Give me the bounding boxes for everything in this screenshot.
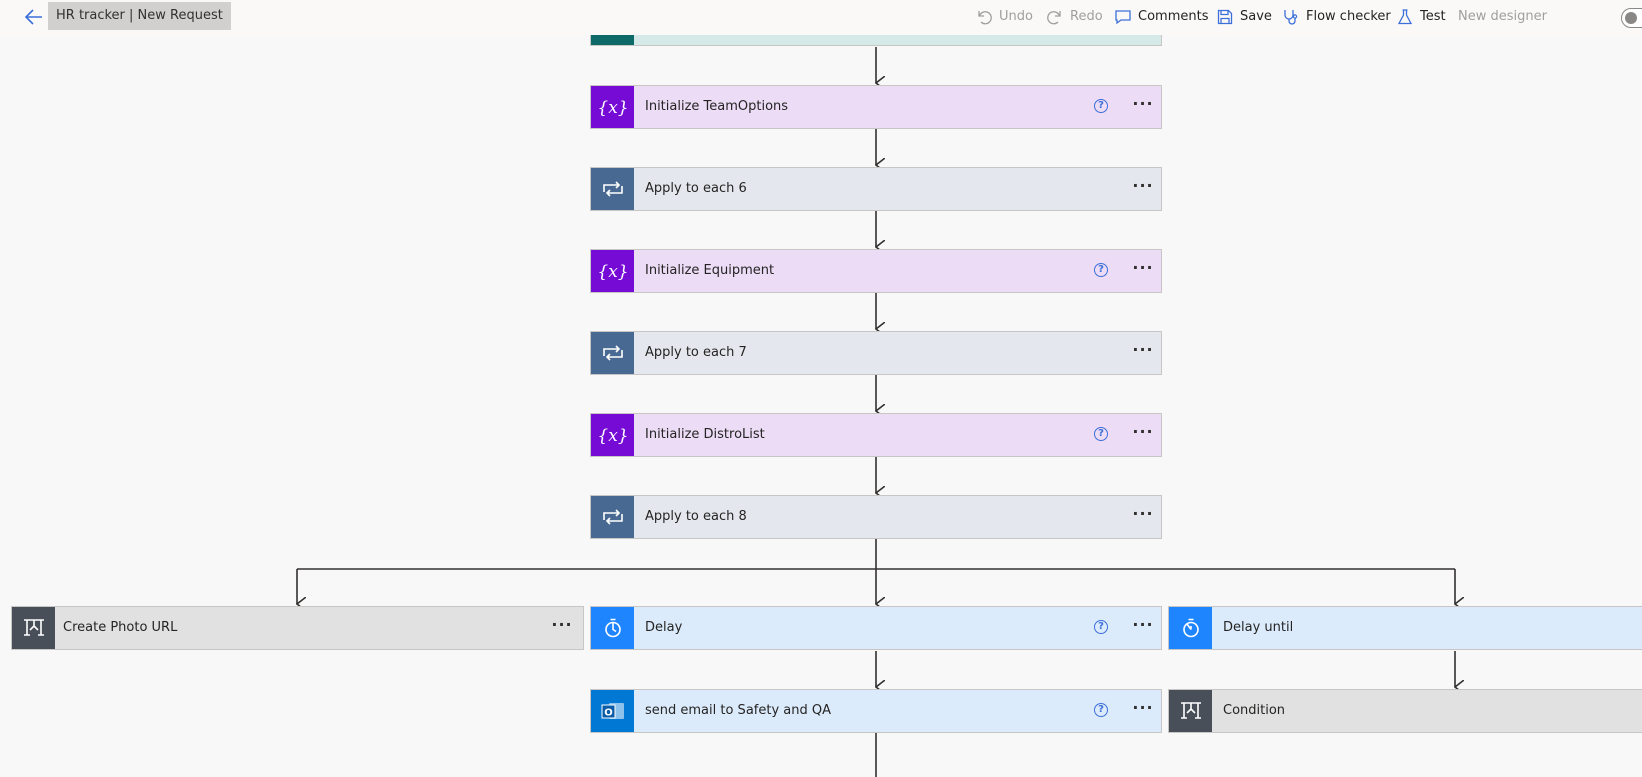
stethoscope-icon	[1284, 10, 1298, 25]
action-card-apply-to-each-6[interactable]: Apply to each 6 ···	[590, 167, 1162, 211]
condition-icon	[1169, 690, 1212, 732]
action-card-condition[interactable]: Condition	[1168, 689, 1642, 733]
action-label: Initialize DistroList	[645, 427, 765, 442]
more-options-button[interactable]: ···	[1132, 422, 1154, 441]
save-icon	[1217, 9, 1233, 25]
new-designer-toggle[interactable]	[1621, 8, 1642, 28]
toggle-knob	[1625, 12, 1637, 24]
action-card-initialize-teamoptions[interactable]: {x} Initialize TeamOptions ? ···	[590, 85, 1162, 129]
undo-label: Undo	[999, 9, 1033, 24]
action-label: Apply to each 7	[645, 345, 747, 360]
action-card-initialize-distrolist[interactable]: {x} Initialize DistroList ? ···	[590, 413, 1162, 457]
variable-icon: {x}	[591, 250, 634, 292]
flow-checker-label: Flow checker	[1306, 9, 1391, 24]
more-options-button[interactable]: ···	[1132, 698, 1154, 717]
more-options-button[interactable]: ···	[1132, 258, 1154, 277]
action-card-send-email[interactable]: O send email to Safety and QA ? ···	[590, 689, 1162, 733]
more-options-button[interactable]: ···	[1132, 504, 1154, 523]
redo-label: Redo	[1070, 9, 1103, 24]
help-icon[interactable]: ?	[1094, 427, 1108, 441]
undo-icon	[978, 11, 992, 25]
save-label: Save	[1240, 9, 1272, 24]
help-icon[interactable]: ?	[1094, 263, 1108, 277]
more-options-button[interactable]: ···	[551, 615, 573, 634]
flow-checker-button[interactable]: Flow checker	[1282, 5, 1391, 29]
action-label: Apply to each 6	[645, 181, 747, 196]
more-options-button[interactable]: ···	[1132, 340, 1154, 359]
loop-icon	[591, 332, 634, 374]
action-label: Condition	[1223, 703, 1286, 718]
action-label: Apply to each 8	[645, 509, 747, 524]
help-icon[interactable]: ?	[1094, 99, 1108, 113]
loop-icon	[591, 168, 634, 210]
action-card-delay[interactable]: Delay ? ···	[590, 606, 1162, 650]
comments-label: Comments	[1138, 9, 1209, 24]
comments-button[interactable]: Comments	[1114, 5, 1208, 29]
command-bar: HR tracker | New Request Undo Redo Comme…	[0, 0, 1642, 35]
flow-title: HR tracker | New Request	[48, 2, 231, 30]
action-label: Delay	[645, 620, 683, 635]
action-card-initialize-equipment[interactable]: {x} Initialize Equipment ? ···	[590, 249, 1162, 293]
svg-text:{x}: {x}	[598, 98, 628, 118]
flask-icon	[1397, 9, 1413, 25]
action-card-create-photo-url[interactable]: Create Photo URL ···	[11, 606, 584, 650]
redo-button[interactable]: Redo	[1046, 5, 1103, 29]
action-card-apply-to-each-7[interactable]: Apply to each 7 ···	[590, 331, 1162, 375]
undo-button[interactable]: Undo	[975, 5, 1033, 29]
test-button[interactable]: Test	[1396, 5, 1446, 29]
action-label: Initialize Equipment	[645, 263, 775, 278]
save-button[interactable]: Save	[1216, 5, 1272, 29]
variable-icon: {x}	[591, 414, 634, 456]
new-designer-label: New designer	[1458, 9, 1547, 24]
more-options-button[interactable]: ···	[1132, 94, 1154, 113]
condition-icon	[12, 607, 55, 649]
action-label: Delay until	[1223, 620, 1294, 635]
action-card-apply-to-each-8[interactable]: Apply to each 8 ···	[590, 495, 1162, 539]
comment-icon	[1115, 10, 1131, 25]
loop-icon	[591, 496, 634, 538]
help-icon[interactable]: ?	[1094, 620, 1108, 634]
timer-icon	[1169, 607, 1212, 649]
test-label: Test	[1420, 9, 1446, 24]
redo-icon	[1047, 11, 1061, 25]
help-icon[interactable]: ?	[1094, 703, 1108, 717]
back-arrow-icon[interactable]	[22, 5, 46, 29]
more-options-button[interactable]: ···	[1132, 615, 1154, 634]
outlook-icon: O	[591, 690, 634, 732]
action-label: Initialize TeamOptions	[645, 99, 789, 114]
action-label: Create Photo URL	[63, 620, 178, 635]
svg-text:{x}: {x}	[598, 262, 628, 282]
timer-icon	[591, 607, 634, 649]
variable-icon: {x}	[591, 86, 634, 128]
svg-text:O: O	[604, 708, 613, 719]
svg-text:{x}: {x}	[598, 426, 628, 446]
action-card-delay-until[interactable]: Delay until	[1168, 606, 1642, 650]
action-label: send email to Safety and QA	[645, 703, 831, 718]
more-options-button[interactable]: ···	[1132, 176, 1154, 195]
